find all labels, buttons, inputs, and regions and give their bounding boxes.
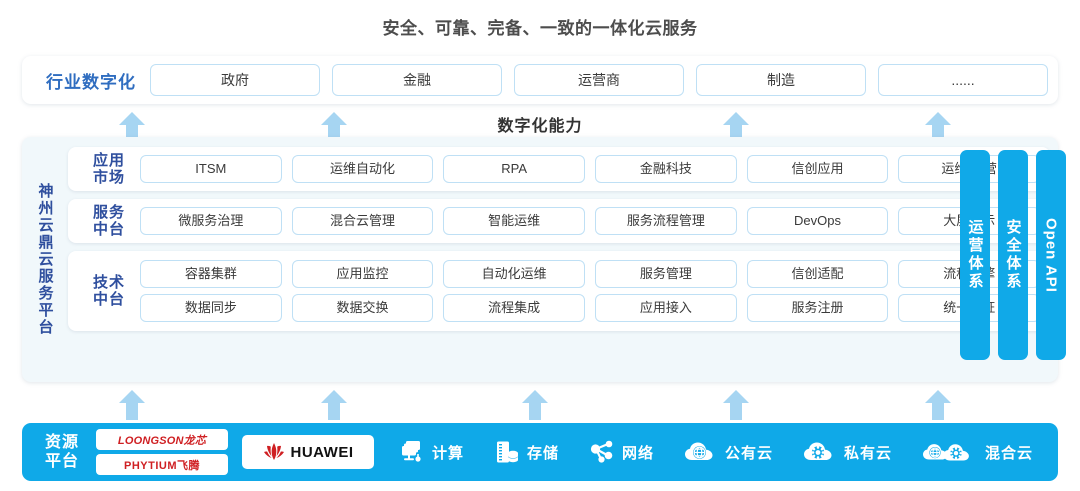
resource-item-compute[interactable]: 计算 bbox=[399, 440, 464, 464]
upward-arrow-icon-6 bbox=[321, 390, 347, 420]
industry-item-finance[interactable]: 金融 bbox=[332, 64, 502, 96]
network-icon bbox=[590, 440, 613, 463]
resource-item-private-cloud[interactable]: 私有云 bbox=[803, 440, 892, 464]
compute-icon bbox=[401, 441, 421, 462]
digital-capability-label: 数字化能力 bbox=[497, 118, 583, 135]
resource-item-network[interactable]: 网络 bbox=[589, 440, 654, 464]
resource-item-list: 计算 bbox=[384, 440, 1048, 464]
platform-vertical-label-wrap: 神州云鼎云服务平台 bbox=[22, 137, 68, 382]
side-bar-open-api[interactable]: Open API bbox=[1036, 150, 1066, 360]
tile-rpa[interactable]: RPA bbox=[443, 155, 586, 183]
resource-platform-bar: 资源 平台 LOONGSON龙芯 PHYTIUM飞腾 HUAWEI bbox=[22, 423, 1058, 481]
chip-vendor-logos: LOONGSON龙芯 PHYTIUM飞腾 bbox=[96, 429, 228, 475]
tile-xinchuang-app[interactable]: 信创应用 bbox=[746, 155, 889, 183]
layer-label-application-market: 应用 市场 bbox=[92, 151, 125, 186]
industry-digitalization-row: 行业数字化 政府 金融 运营商 制造 ...... bbox=[22, 56, 1058, 104]
layer-grid-technology-midend: 容器集群 应用监控 自动化运维 服务管理 信创适配 流程引擎 数据同步 数据交换… bbox=[140, 260, 1041, 322]
upward-arrow-icon-5 bbox=[119, 390, 145, 420]
tile-ops-automation[interactable]: 运维自动化 bbox=[291, 155, 434, 183]
resource-item-public-cloud[interactable]: 公有云 bbox=[684, 440, 773, 464]
storage-icon bbox=[496, 441, 518, 463]
industry-row-label: 行业数字化 bbox=[46, 72, 136, 92]
side-bar-label: 安全体系 bbox=[1004, 219, 1022, 291]
industry-item-more[interactable]: ...... bbox=[878, 64, 1048, 96]
side-bar-label: 运营体系 bbox=[966, 219, 984, 291]
tile-process-integration[interactable]: 流程集成 bbox=[443, 294, 586, 322]
tile-intelligent-ops[interactable]: 智能运维 bbox=[443, 207, 586, 235]
huawei-flower-icon bbox=[263, 443, 284, 460]
tile-microservice-governance[interactable]: 微服务治理 bbox=[140, 207, 282, 235]
huawei-logo: HUAWEI bbox=[242, 435, 374, 469]
cloud-service-platform-panel: 神州云鼎云服务平台 应用 市场 ITSM 运维自动化 RPA 金融科技 信创应用… bbox=[22, 137, 1058, 382]
grid-row: 容器集群 应用监控 自动化运维 服务管理 信创适配 流程引擎 bbox=[140, 260, 1041, 288]
phytium-logo: PHYTIUM飞腾 bbox=[96, 454, 228, 475]
layer-grid-service-midend: 微服务治理 混合云管理 智能运维 服务流程管理 DevOps 大屏展示 bbox=[140, 207, 1041, 235]
tile-devops[interactable]: DevOps bbox=[746, 207, 889, 235]
resource-platform-label: 资源 平台 bbox=[44, 433, 79, 470]
hybrid-cloud-icon bbox=[922, 444, 969, 461]
tile-app-access[interactable]: 应用接入 bbox=[595, 294, 737, 322]
tile-xinchuang-adaptation[interactable]: 信创适配 bbox=[746, 260, 889, 288]
industry-item-government[interactable]: 政府 bbox=[150, 64, 320, 96]
side-bar-label: Open API bbox=[1042, 217, 1060, 293]
layer-service-midend: 服务 中台 微服务治理 混合云管理 智能运维 服务流程管理 DevOps 大屏展… bbox=[68, 199, 1050, 243]
tile-app-monitoring[interactable]: 应用监控 bbox=[291, 260, 434, 288]
side-bar-security-system[interactable]: 安全体系 bbox=[998, 150, 1028, 360]
tile-itsm[interactable]: ITSM bbox=[140, 155, 282, 183]
resource-item-label: 混合云 bbox=[984, 444, 1033, 462]
resource-item-storage[interactable]: 存储 bbox=[494, 440, 559, 464]
grid-row: 数据同步 数据交换 流程集成 应用接入 服务注册 统一认证 bbox=[140, 294, 1041, 322]
industry-box-list: 政府 金融 运营商 制造 ...... bbox=[150, 64, 1048, 96]
platform-layers: 应用 市场 ITSM 运维自动化 RPA 金融科技 信创应用 运维/运营 服务 … bbox=[68, 137, 1058, 382]
resource-item-label: 私有云 bbox=[843, 444, 892, 462]
layer-grid-application-market: ITSM 运维自动化 RPA 金融科技 信创应用 运维/运营 bbox=[140, 155, 1041, 183]
tile-hybrid-cloud-mgmt[interactable]: 混合云管理 bbox=[291, 207, 434, 235]
upward-arrow-icon-8 bbox=[723, 390, 749, 420]
grid-row: 微服务治理 混合云管理 智能运维 服务流程管理 DevOps 大屏展示 bbox=[140, 207, 1041, 235]
huawei-logo-text: HUAWEI bbox=[290, 443, 354, 461]
resource-item-label: 计算 bbox=[431, 444, 464, 462]
resource-item-hybrid-cloud[interactable]: 混合云 bbox=[922, 440, 1033, 464]
tile-automated-ops[interactable]: 自动化运维 bbox=[443, 260, 586, 288]
upward-arrow-icon-7 bbox=[522, 390, 548, 420]
public-cloud-icon bbox=[684, 442, 713, 460]
layer-application-market: 应用 市场 ITSM 运维自动化 RPA 金融科技 信创应用 运维/运营 bbox=[68, 147, 1050, 191]
side-bar-group: 运营体系 安全体系 Open API bbox=[960, 150, 1066, 360]
tile-data-sync[interactable]: 数据同步 bbox=[140, 294, 282, 322]
industry-item-operator[interactable]: 运营商 bbox=[514, 64, 684, 96]
tile-service-process-mgmt[interactable]: 服务流程管理 bbox=[595, 207, 737, 235]
resource-item-label: 公有云 bbox=[724, 444, 773, 462]
resource-item-label: 网络 bbox=[621, 444, 654, 462]
tile-data-exchange[interactable]: 数据交换 bbox=[291, 294, 434, 322]
loongson-logo: LOONGSON龙芯 bbox=[96, 429, 228, 450]
layer-technology-midend: 技术 中台 容器集群 应用监控 自动化运维 服务管理 信创适配 流程引擎 数据同… bbox=[68, 251, 1050, 331]
tile-service-mgmt[interactable]: 服务管理 bbox=[595, 260, 737, 288]
grid-row: ITSM 运维自动化 RPA 金融科技 信创应用 运维/运营 bbox=[140, 155, 1041, 183]
layer-label-technology-midend: 技术 中台 bbox=[92, 273, 125, 308]
private-cloud-icon bbox=[803, 442, 832, 460]
tile-container-cluster[interactable]: 容器集群 bbox=[140, 260, 282, 288]
layer-label-service-midend: 服务 中台 bbox=[92, 203, 125, 238]
tile-fintech[interactable]: 金融科技 bbox=[595, 155, 737, 183]
industry-item-manufacturing[interactable]: 制造 bbox=[696, 64, 866, 96]
platform-vertical-label: 神州云鼎云服务平台 bbox=[36, 183, 54, 336]
page-title: 安全、可靠、完备、一致的一体化云服务 bbox=[382, 19, 698, 38]
resource-item-label: 存储 bbox=[526, 444, 559, 462]
side-bar-operation-system[interactable]: 运营体系 bbox=[960, 150, 990, 360]
tile-service-registry[interactable]: 服务注册 bbox=[746, 294, 889, 322]
upward-arrow-icon-9 bbox=[925, 390, 951, 420]
